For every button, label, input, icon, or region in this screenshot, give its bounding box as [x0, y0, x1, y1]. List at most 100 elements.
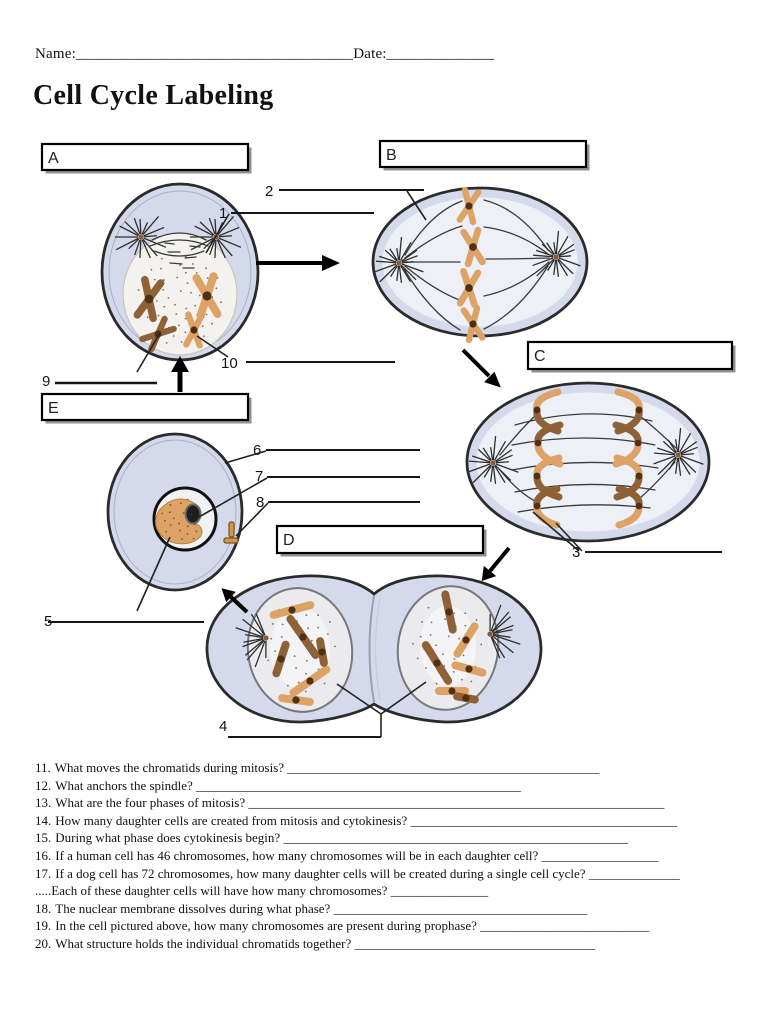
chromosome: [133, 275, 165, 323]
speckle: [203, 335, 205, 338]
question-list: 11.What moves the chromatids during mito…: [35, 759, 765, 953]
cell-cycle-diagram: A B C D E: [40, 139, 736, 738]
aster-ray: [401, 255, 418, 263]
speckle: [161, 512, 164, 515]
question-11-blank[interactable]: ________________________________________…: [287, 760, 600, 775]
question-14-blank[interactable]: ________________________________________…: [410, 812, 677, 828]
aster-ray: [557, 258, 574, 275]
question-17b-blank[interactable]: _______________: [390, 883, 489, 899]
label-3-pointer: [555, 522, 583, 552]
centromere: [469, 243, 477, 251]
label-6[interactable]: 6: [224, 442, 420, 464]
aster-ray: [390, 265, 398, 277]
aster-ray: [468, 463, 491, 473]
speckle: [163, 305, 166, 308]
answer-box-b[interactable]: B: [378, 139, 590, 171]
label-2-number: 2: [265, 183, 273, 200]
aster-ray: [680, 441, 698, 454]
date-label: Date:: [353, 46, 387, 62]
question-12-blank[interactable]: ________________________________________…: [196, 777, 522, 793]
box-d-field[interactable]: [275, 524, 485, 555]
aster-ray: [678, 433, 692, 453]
speckle: [193, 523, 196, 526]
label-10[interactable]: 10: [196, 335, 395, 372]
question-15-blank[interactable]: ________________________________________…: [283, 830, 628, 846]
aster-ray: [378, 255, 397, 263]
question-17b: .....Each of these daughter cells will h…: [35, 882, 765, 900]
speckle: [185, 307, 188, 310]
label-5[interactable]: 5: [44, 536, 204, 630]
separating-chromosomes: [533, 388, 643, 529]
aster-ray: [401, 249, 418, 262]
label-6-pointer: [224, 450, 267, 464]
question-19-blank[interactable]: __________________________: [480, 918, 650, 934]
question-20: 20.What structure holds the individual c…: [35, 935, 765, 953]
aster-ray: [115, 237, 139, 251]
cell-d-telophase: [205, 574, 543, 724]
aster-ray: [680, 455, 704, 465]
box-b-field[interactable]: [378, 139, 588, 169]
speckle: [270, 637, 273, 640]
aster-right: [532, 231, 581, 277]
label-9-pointer: [136, 332, 161, 373]
question-text: If a dog cell has 72 chromosomes, how ma…: [55, 865, 586, 881]
speckle: [281, 623, 284, 626]
label-8-number: 8: [256, 494, 264, 511]
centromere: [154, 330, 162, 338]
answer-box-e[interactable]: E: [40, 392, 252, 424]
question-13-blank[interactable]: ________________________________________…: [248, 795, 665, 811]
speckle: [178, 522, 180, 525]
question-17-blank[interactable]: ______________: [588, 865, 680, 881]
aster-ray: [400, 265, 412, 283]
label-1[interactable]: 1: [205, 205, 374, 254]
speckle: [186, 282, 189, 285]
speckle: [305, 660, 308, 662]
question-14: 14.How many daughter cells are created f…: [35, 812, 765, 830]
label-4[interactable]: 4: [219, 681, 427, 738]
question-18-blank[interactable]: _______________________________________: [333, 900, 588, 916]
label-3[interactable]: 3: [532, 511, 722, 561]
label-2[interactable]: 2: [265, 183, 427, 221]
label-8[interactable]: 8: [235, 494, 420, 537]
aster-ray: [214, 218, 217, 235]
box-d-letter: D: [283, 532, 295, 549]
cell-b-metaphase: [371, 186, 589, 344]
aster-ray: [477, 448, 492, 462]
question-text: During what phase does cytokinesis begin…: [55, 830, 281, 846]
answer-box-c[interactable]: C: [526, 340, 736, 373]
chromosome: [460, 226, 486, 268]
answer-box-d[interactable]: D: [275, 524, 487, 557]
box-c-field[interactable]: [526, 340, 734, 371]
question-number: 20.: [35, 935, 52, 951]
aster-ray: [656, 447, 676, 455]
box-a-field[interactable]: [40, 142, 250, 172]
speckle: [429, 634, 432, 636]
box-e-field[interactable]: [40, 392, 250, 422]
label-9[interactable]: 9: [42, 332, 161, 390]
aster-ray: [679, 456, 697, 473]
chromosome: [421, 641, 453, 685]
aster-ray: [492, 436, 497, 461]
aster-ray: [119, 225, 139, 237]
arrow-e-to-a: [171, 356, 189, 392]
speckle: [146, 316, 149, 319]
speckle: [447, 635, 450, 638]
speckle: [168, 511, 171, 514]
speckle: [458, 637, 461, 640]
name-blank[interactable]: ____________________________________: [75, 46, 354, 62]
question-16-blank[interactable]: __________________: [541, 847, 659, 863]
date-blank[interactable]: ______________: [386, 46, 495, 62]
aster-right: [653, 428, 704, 476]
answer-box-a[interactable]: A: [40, 142, 252, 174]
aster-left: [115, 216, 167, 259]
aster-ray: [679, 457, 691, 475]
label-7[interactable]: 7: [191, 468, 420, 522]
label-7-number: 7: [255, 468, 263, 485]
speckle: [160, 257, 163, 260]
aster-ray: [668, 457, 677, 470]
speckle: [174, 303, 176, 306]
aster-ray: [216, 239, 226, 259]
speckle: [184, 331, 187, 334]
question-20-blank[interactable]: _____________________________________: [354, 935, 596, 951]
aster-ray: [194, 225, 214, 237]
